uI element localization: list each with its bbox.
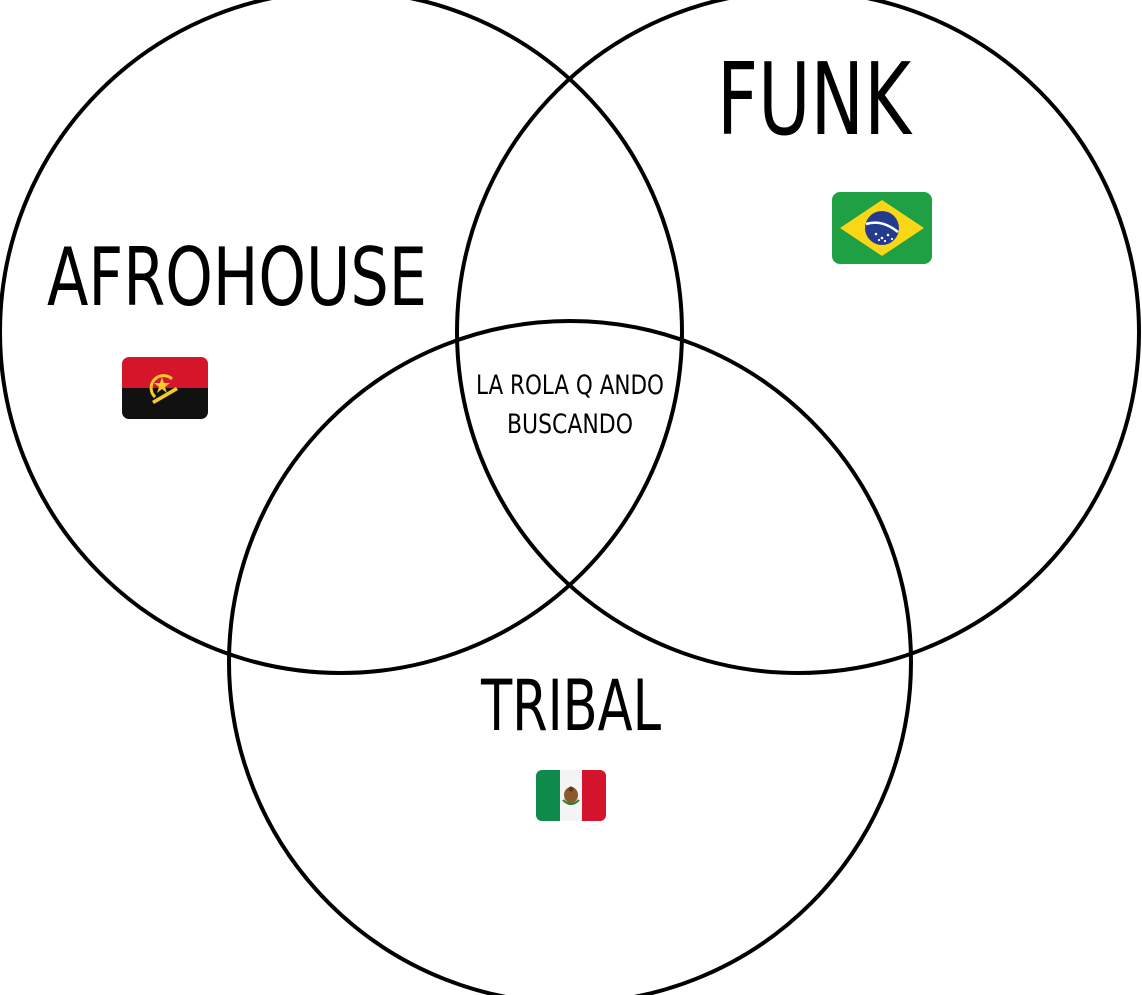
brazil-flag-icon	[832, 192, 932, 264]
label-funk: FUNK	[717, 41, 913, 158]
circle-tribal	[227, 319, 913, 995]
intersection-label-line-1: LA ROLA Q ANDO	[476, 370, 664, 401]
angola-flag-icon	[122, 357, 208, 419]
mexico-flag-icon	[536, 770, 606, 821]
circle-funk	[455, 0, 1141, 675]
label-tribal: TRIBAL	[480, 665, 661, 747]
intersection-label-line-2: BUSCANDO	[507, 409, 633, 440]
circle-afrohouse	[0, 0, 684, 675]
label-afrohouse: AFROHOUSE	[47, 231, 427, 324]
